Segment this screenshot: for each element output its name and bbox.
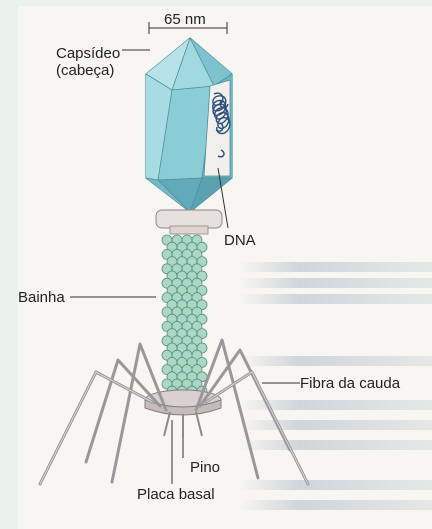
capsid-label: Capsídeo [56,45,120,62]
pins [164,412,202,438]
tail-fiber-label: Fibra da cauda [300,375,400,392]
dimension-label: 65 nm [164,11,206,28]
sheath-label: Bainha [18,289,65,306]
capsid-head [146,38,232,212]
pin-label: Pino [190,459,220,476]
dna-label: DNA [224,232,256,249]
base-plate-label: Placa basal [137,486,215,503]
capsid-label-sub: (cabeça) [56,62,114,79]
sheath [162,235,207,396]
collar [156,210,222,234]
